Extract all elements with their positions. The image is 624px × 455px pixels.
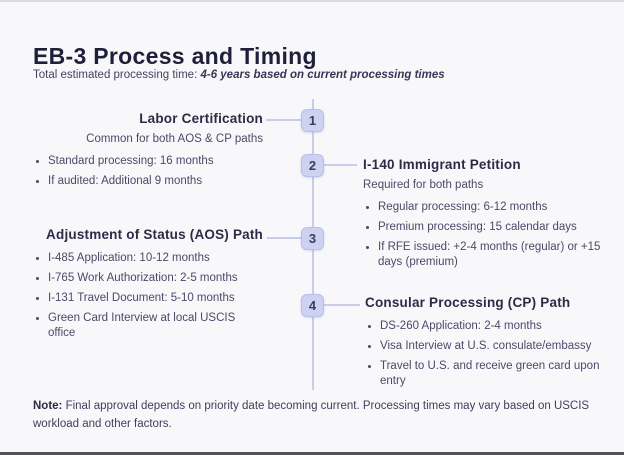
bullet-item: Visa Interview at U.S. consulate/embassy [365,339,603,354]
bullet-item: I-131 Travel Document: 5-10 months [30,291,263,306]
footer-note: Note: Final approval depends on priority… [33,398,596,433]
bullet-text: Regular processing: 6-12 months [378,201,548,213]
bullet-dot [368,325,371,328]
step-i140-petition: I-140 Immigrant Petition Required for bo… [363,157,603,275]
bullet-text: Premium processing: 15 calendar days [378,221,577,233]
bullet-text: I-485 Application: 10-12 months [48,252,210,264]
bullet-dot [36,297,39,300]
step-title: Labor Certification [139,111,263,126]
bullet-dot [366,246,369,249]
step-number-badge-3: 3 [301,227,324,250]
bullet-item: Standard processing: 16 months [30,154,263,169]
step-title: I-140 Immigrant Petition [363,157,521,172]
bullet-item: DS-260 Application: 2-4 months [365,319,603,334]
total-processing-time: Total estimated processing time: 4-6 yea… [33,69,445,81]
step-bullet-list: Regular processing: 6-12 months Premium … [363,200,603,270]
bullet-dot [36,317,39,320]
step-number-badge-1: 1 [301,109,324,132]
step-bullet-list: DS-260 Application: 2-4 months Visa Inte… [365,319,603,389]
step-number-badge-2: 2 [301,154,324,177]
bullet-text: Standard processing: 16 months [48,155,214,167]
bullet-dot [36,277,39,280]
bullet-dot [366,226,369,229]
connector-step-2 [324,164,357,166]
bullet-text: If RFE issued: +2-4 months (regular) or … [378,241,601,268]
bullet-dot [368,365,371,368]
bullet-dot [368,345,371,348]
bullet-dot [36,257,39,260]
step-bullet-list: I-485 Application: 10-12 months I-765 Wo… [30,251,263,341]
bullet-item: Premium processing: 15 calendar days [363,220,603,235]
bullet-item: I-765 Work Authorization: 2-5 months [30,271,263,286]
bullet-dot [36,160,39,163]
bullet-text: I-131 Travel Document: 5-10 months [48,292,235,304]
bullet-item: If RFE issued: +2-4 months (regular) or … [363,240,603,270]
bullet-item: Green Card Interview at local USCIS offi… [30,311,263,341]
bullet-text: DS-260 Application: 2-4 months [380,320,542,332]
bullet-item: If audited: Additional 9 months [30,174,263,189]
bullet-text: If audited: Additional 9 months [48,175,203,187]
note-text: Final approval depends on priority date … [33,400,590,430]
step-title: Adjustment of Status (AOS) Path [46,227,263,242]
subtitle-emphasis: 4-6 years based on current processing ti… [200,69,445,81]
bullet-item: Regular processing: 6-12 months [363,200,603,215]
connector-step-4 [324,304,360,306]
bullet-text: I-765 Work Authorization: 2-5 months [48,272,238,284]
step-bullet-list: Standard processing: 16 months If audite… [30,154,263,189]
step-labor-certification: Labor Certification Common for both AOS … [30,111,263,194]
bullet-dot [36,180,39,183]
subtitle-prefix: Total estimated processing time: [33,69,201,81]
page-title: EB-3 Process and Timing [33,43,317,70]
step-subtitle: Common for both AOS & CP paths [86,133,263,145]
bullet-text: Green Card Interview at local USCIS offi… [48,312,236,339]
bullet-item: Travel to U.S. and receive green card up… [365,359,603,389]
step-cp-path: Consular Processing (CP) Path DS-260 App… [365,295,603,394]
bullet-text: Visa Interview at U.S. consulate/embassy [380,340,592,352]
step-number-badge-4: 4 [301,294,324,317]
note-label: Note: [33,400,63,412]
bullet-dot [366,206,369,209]
connector-step-1 [266,119,301,121]
step-title: Consular Processing (CP) Path [365,295,571,310]
step-subtitle: Required for both paths [363,179,484,191]
connector-step-3 [267,237,301,239]
bullet-item: I-485 Application: 10-12 months [30,251,263,266]
step-aos-path: Adjustment of Status (AOS) Path I-485 Ap… [30,227,263,346]
bullet-text: Travel to U.S. and receive green card up… [380,360,600,387]
